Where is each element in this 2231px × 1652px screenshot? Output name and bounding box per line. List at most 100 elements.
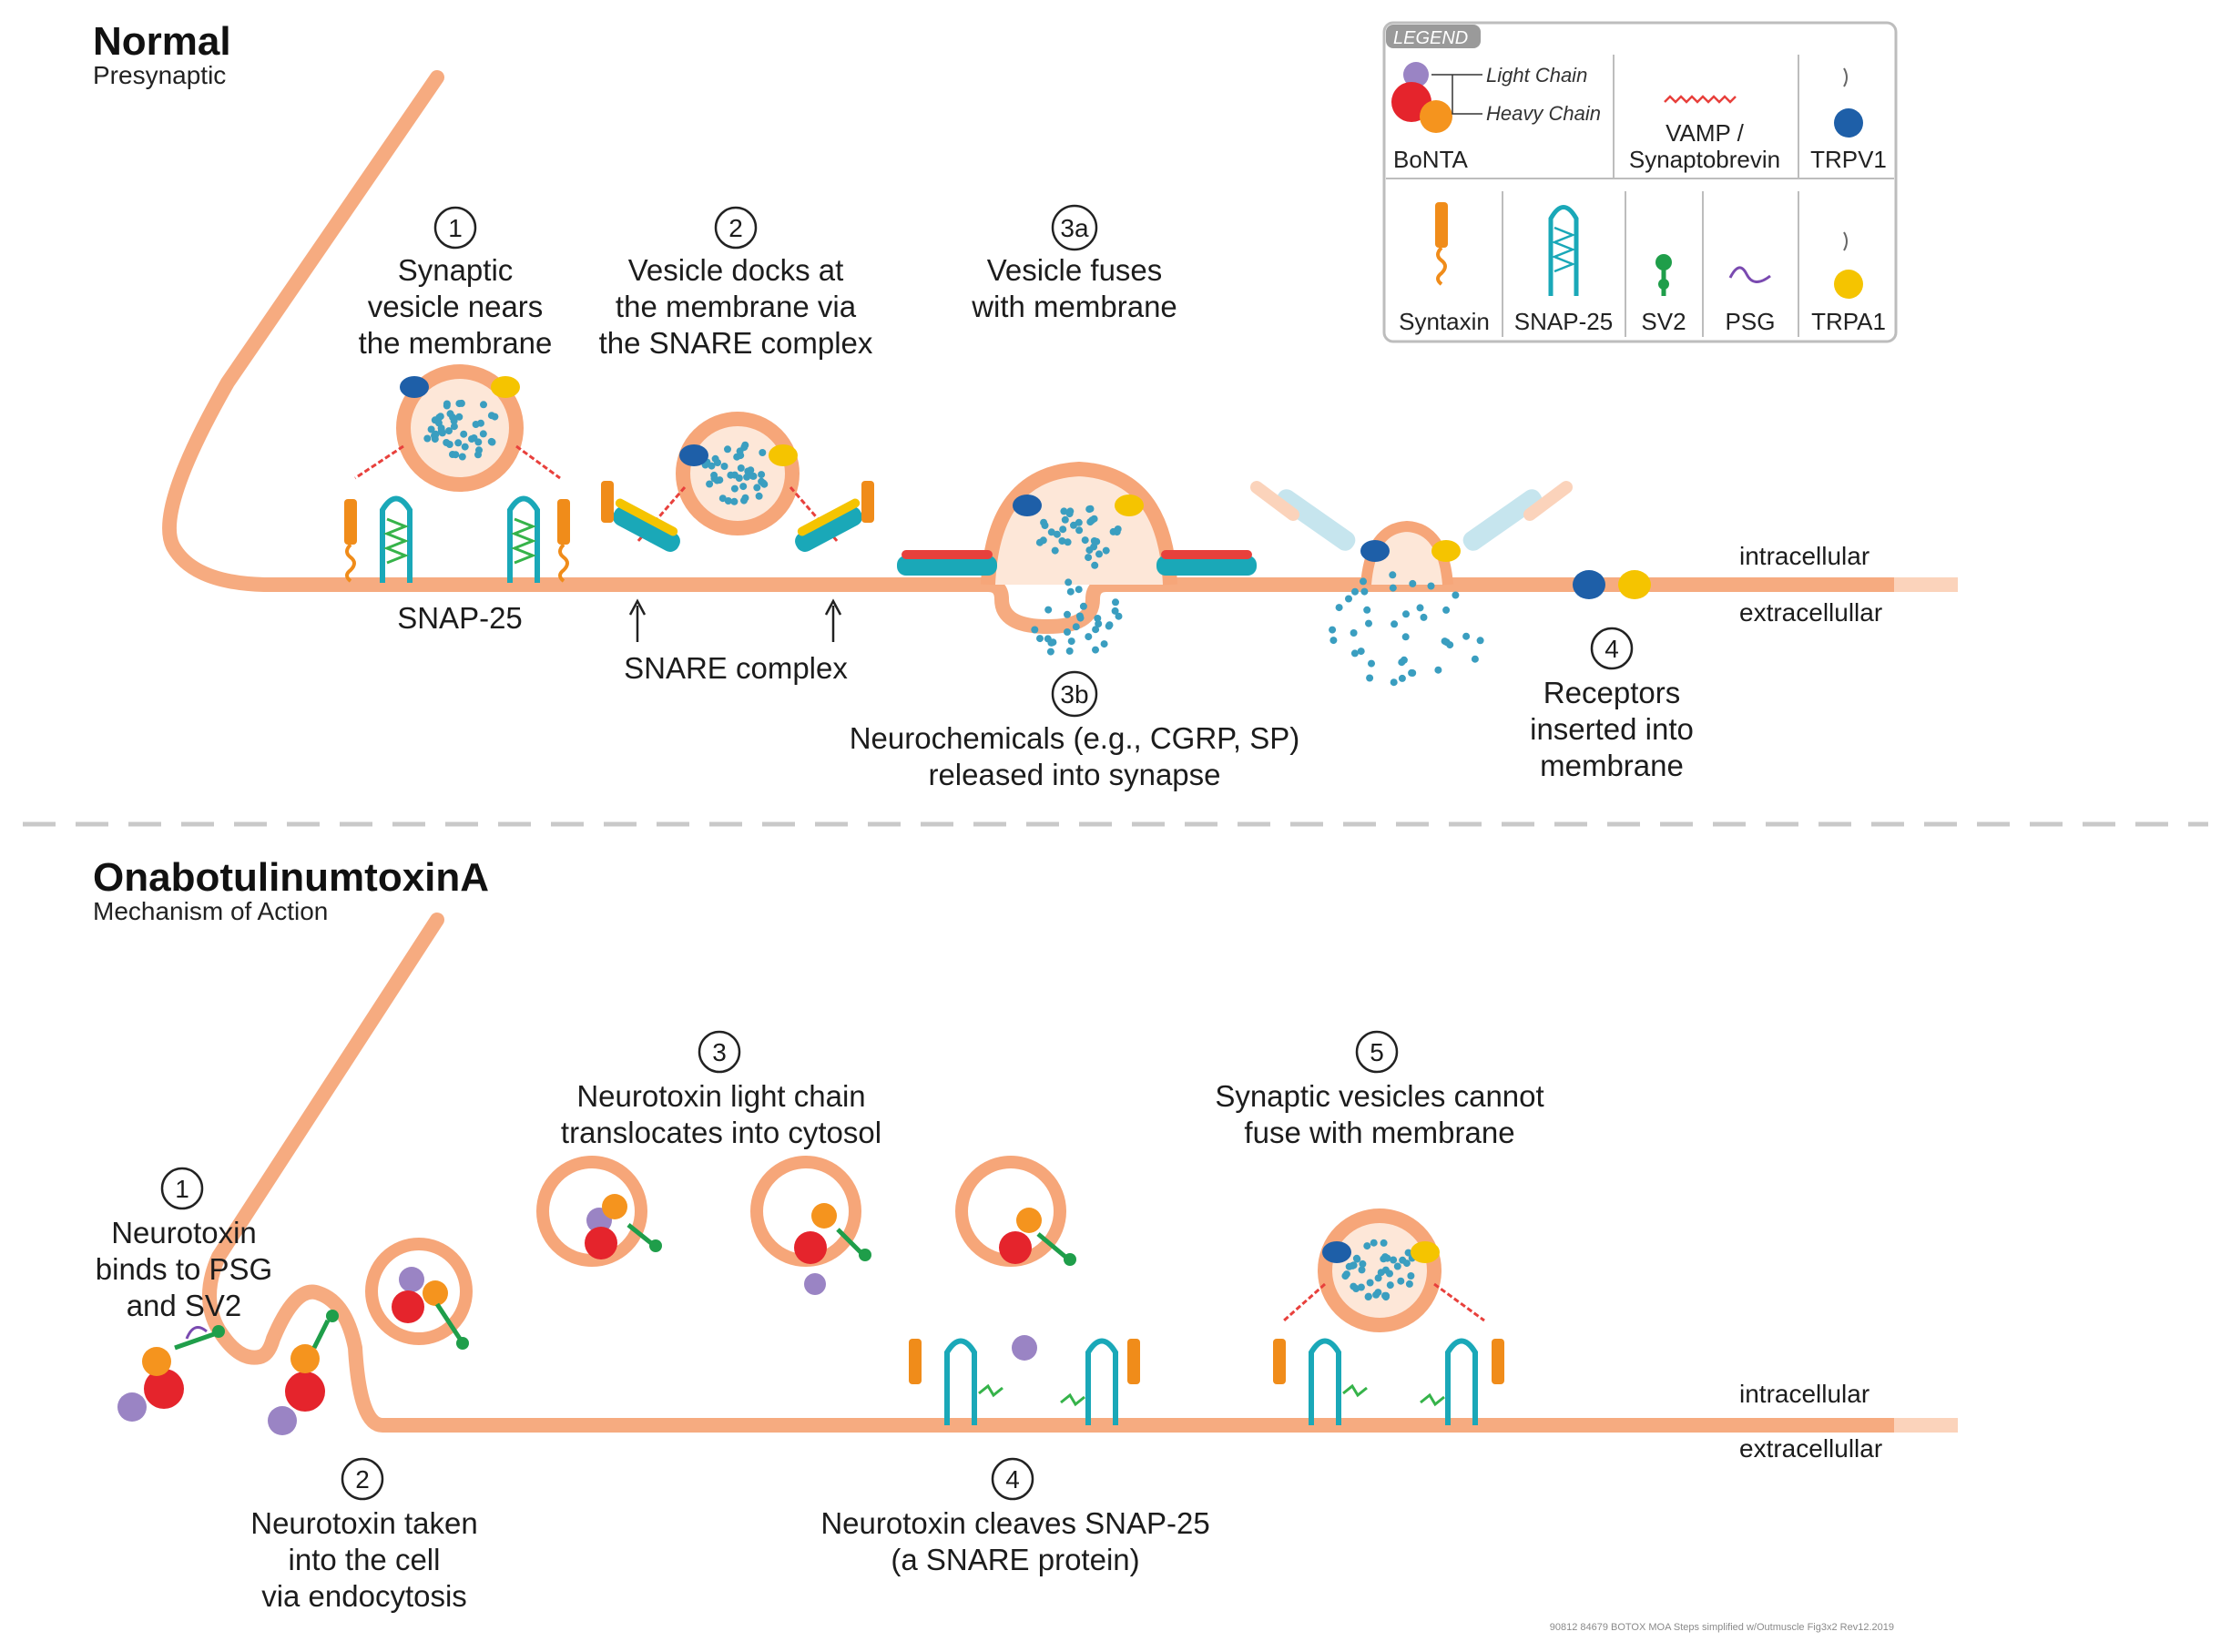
syntaxin-left-1 xyxy=(344,499,357,583)
neurochemical-dot xyxy=(1365,619,1372,627)
neurochemical-dot xyxy=(1370,1239,1378,1247)
cleaved-snap25 xyxy=(909,1335,1140,1425)
step-badge-normal-4 xyxy=(1590,627,1634,670)
neurochemical-dot xyxy=(1358,1266,1366,1274)
step-label-moa-3-line1: Neurotoxin light chain xyxy=(576,1079,865,1113)
legend-psg: PSG xyxy=(1726,308,1776,335)
step-label-normal-1-line1: Synaptic xyxy=(398,253,514,287)
neurochemical-dot xyxy=(1389,571,1397,579)
section-title-mechanism: OnabotulinumtoxinA xyxy=(93,855,489,900)
neurochemical-dot xyxy=(1345,595,1352,603)
neurochemical-dot xyxy=(758,471,766,479)
neurochemical-dot xyxy=(1075,526,1084,535)
legend-bonta: BoNTA xyxy=(1393,146,1469,173)
step-number-normal-3a: 3a xyxy=(1060,214,1089,242)
neurochemical-dot xyxy=(436,413,444,421)
trpa1-icon xyxy=(1834,231,1863,299)
neurochemical-dot xyxy=(1046,648,1054,656)
neurochemical-dot xyxy=(1067,637,1075,646)
neurochemical-dot xyxy=(1404,1249,1412,1257)
neurochemical-dot xyxy=(1409,579,1417,587)
step-label-normal-3a-line1: Vesicle fuses xyxy=(987,253,1163,287)
syntaxin-right-1 xyxy=(557,499,570,583)
neurochemical-dot xyxy=(454,439,463,447)
neurochemical-dot xyxy=(423,434,432,443)
neurochemical-dot xyxy=(718,495,727,503)
neurochemical-dot xyxy=(1351,587,1359,596)
neurochemical-dot xyxy=(1044,606,1053,614)
neurochemical-dot xyxy=(720,463,728,470)
neurochemical-dot xyxy=(1363,606,1371,614)
legend-snap25: SNAP-25 xyxy=(1514,308,1613,335)
released-neurochemicals-3b xyxy=(1031,578,1123,656)
neurochemical-dot xyxy=(1039,536,1047,545)
receptors-inserted xyxy=(1573,570,1651,599)
neurochemical-dot xyxy=(458,453,466,461)
neurochemical-dot xyxy=(1085,633,1093,641)
neurochemical-dot xyxy=(1352,1285,1360,1292)
neurochemical-dot xyxy=(1397,1277,1405,1285)
neurochemical-dots xyxy=(423,399,499,461)
neurochemical-dot xyxy=(724,445,731,454)
neurochemical-dot xyxy=(437,427,445,434)
neurochemical-dot xyxy=(1350,649,1359,658)
vesicle-step1 xyxy=(354,364,561,492)
neurochemical-dot xyxy=(737,464,745,472)
neurochemical-dot xyxy=(1072,623,1080,631)
neurochemical-dot xyxy=(1363,1242,1371,1250)
neurochemical-dot xyxy=(1420,613,1428,621)
step-badge-normal-2 xyxy=(714,206,758,250)
neurochemical-dot xyxy=(1359,1259,1367,1268)
neurochemical-dot xyxy=(1047,638,1055,647)
neurotoxin-binding xyxy=(117,1325,225,1422)
neurochemical-dot xyxy=(714,459,721,466)
neurochemical-dot xyxy=(1364,1293,1372,1300)
neurochemical-dot xyxy=(1368,659,1375,668)
neurochemical-dot xyxy=(450,423,458,431)
legend-heavy-chain: Heavy Chain xyxy=(1486,102,1601,125)
neurochemical-dot xyxy=(753,484,761,492)
neurochemical-dot xyxy=(443,400,451,408)
step-number-normal-2: 2 xyxy=(728,214,743,242)
neurochemical-dot xyxy=(1102,546,1110,555)
neurochemical-dot xyxy=(759,449,767,456)
neurochemical-dot xyxy=(1061,515,1069,524)
neurochemical-dot xyxy=(1345,1262,1353,1270)
step-number-moa-1: 1 xyxy=(175,1175,189,1203)
neurochemical-dot xyxy=(1075,586,1083,594)
neurochemical-dot xyxy=(724,497,732,505)
neurochemical-dot xyxy=(1092,646,1099,654)
neurochemical-dot xyxy=(1442,606,1451,614)
section-subtitle-mechanism: Mechanism of Action xyxy=(93,897,328,925)
neurochemical-dot xyxy=(427,425,435,433)
legend-light-chain: Light Chain xyxy=(1486,64,1587,87)
neurochemical-dot xyxy=(1093,537,1101,546)
neurochemical-dot xyxy=(1047,528,1055,536)
neurochemical-dot xyxy=(1081,536,1089,545)
step-label-moa-1-line2: binds to PSG xyxy=(96,1252,272,1286)
neurochemical-dot xyxy=(1085,546,1094,555)
neurochemical-dot xyxy=(1064,628,1071,636)
neurochemical-dot xyxy=(1389,584,1397,592)
legend-syntaxin: Syntaxin xyxy=(1399,308,1490,335)
step-label-normal-3b-line1: Neurochemicals (e.g., CGRP, SP) xyxy=(850,721,1300,755)
neurochemical-dot xyxy=(1065,578,1073,586)
neurochemical-dot xyxy=(1409,669,1417,677)
neurochemical-dot xyxy=(461,443,469,451)
step-label-normal-3a-line2: with membrane xyxy=(971,290,1177,323)
neurotoxin-endocytosis xyxy=(268,1310,339,1435)
released-neurochemicals-cloud xyxy=(1329,571,1484,687)
neurochemical-dot xyxy=(455,400,464,408)
footer-code: 90812 84679 BOTOX MOA Steps simplified w… xyxy=(1550,1622,1894,1633)
neurochemical-dot xyxy=(1357,648,1365,656)
legend-sv2: SV2 xyxy=(1641,308,1686,335)
neurochemical-dot xyxy=(1386,1281,1394,1290)
neurochemical-dot xyxy=(1091,561,1099,569)
step-badge-normal-3a xyxy=(1051,204,1098,251)
step-label-normal-1-line3: the membrane xyxy=(359,326,553,360)
step-badge-moa-5 xyxy=(1355,1030,1399,1074)
neurochemical-dot xyxy=(1401,633,1410,641)
snare-complex-label: SNARE complex xyxy=(624,651,848,685)
neurochemical-dot xyxy=(755,492,763,500)
